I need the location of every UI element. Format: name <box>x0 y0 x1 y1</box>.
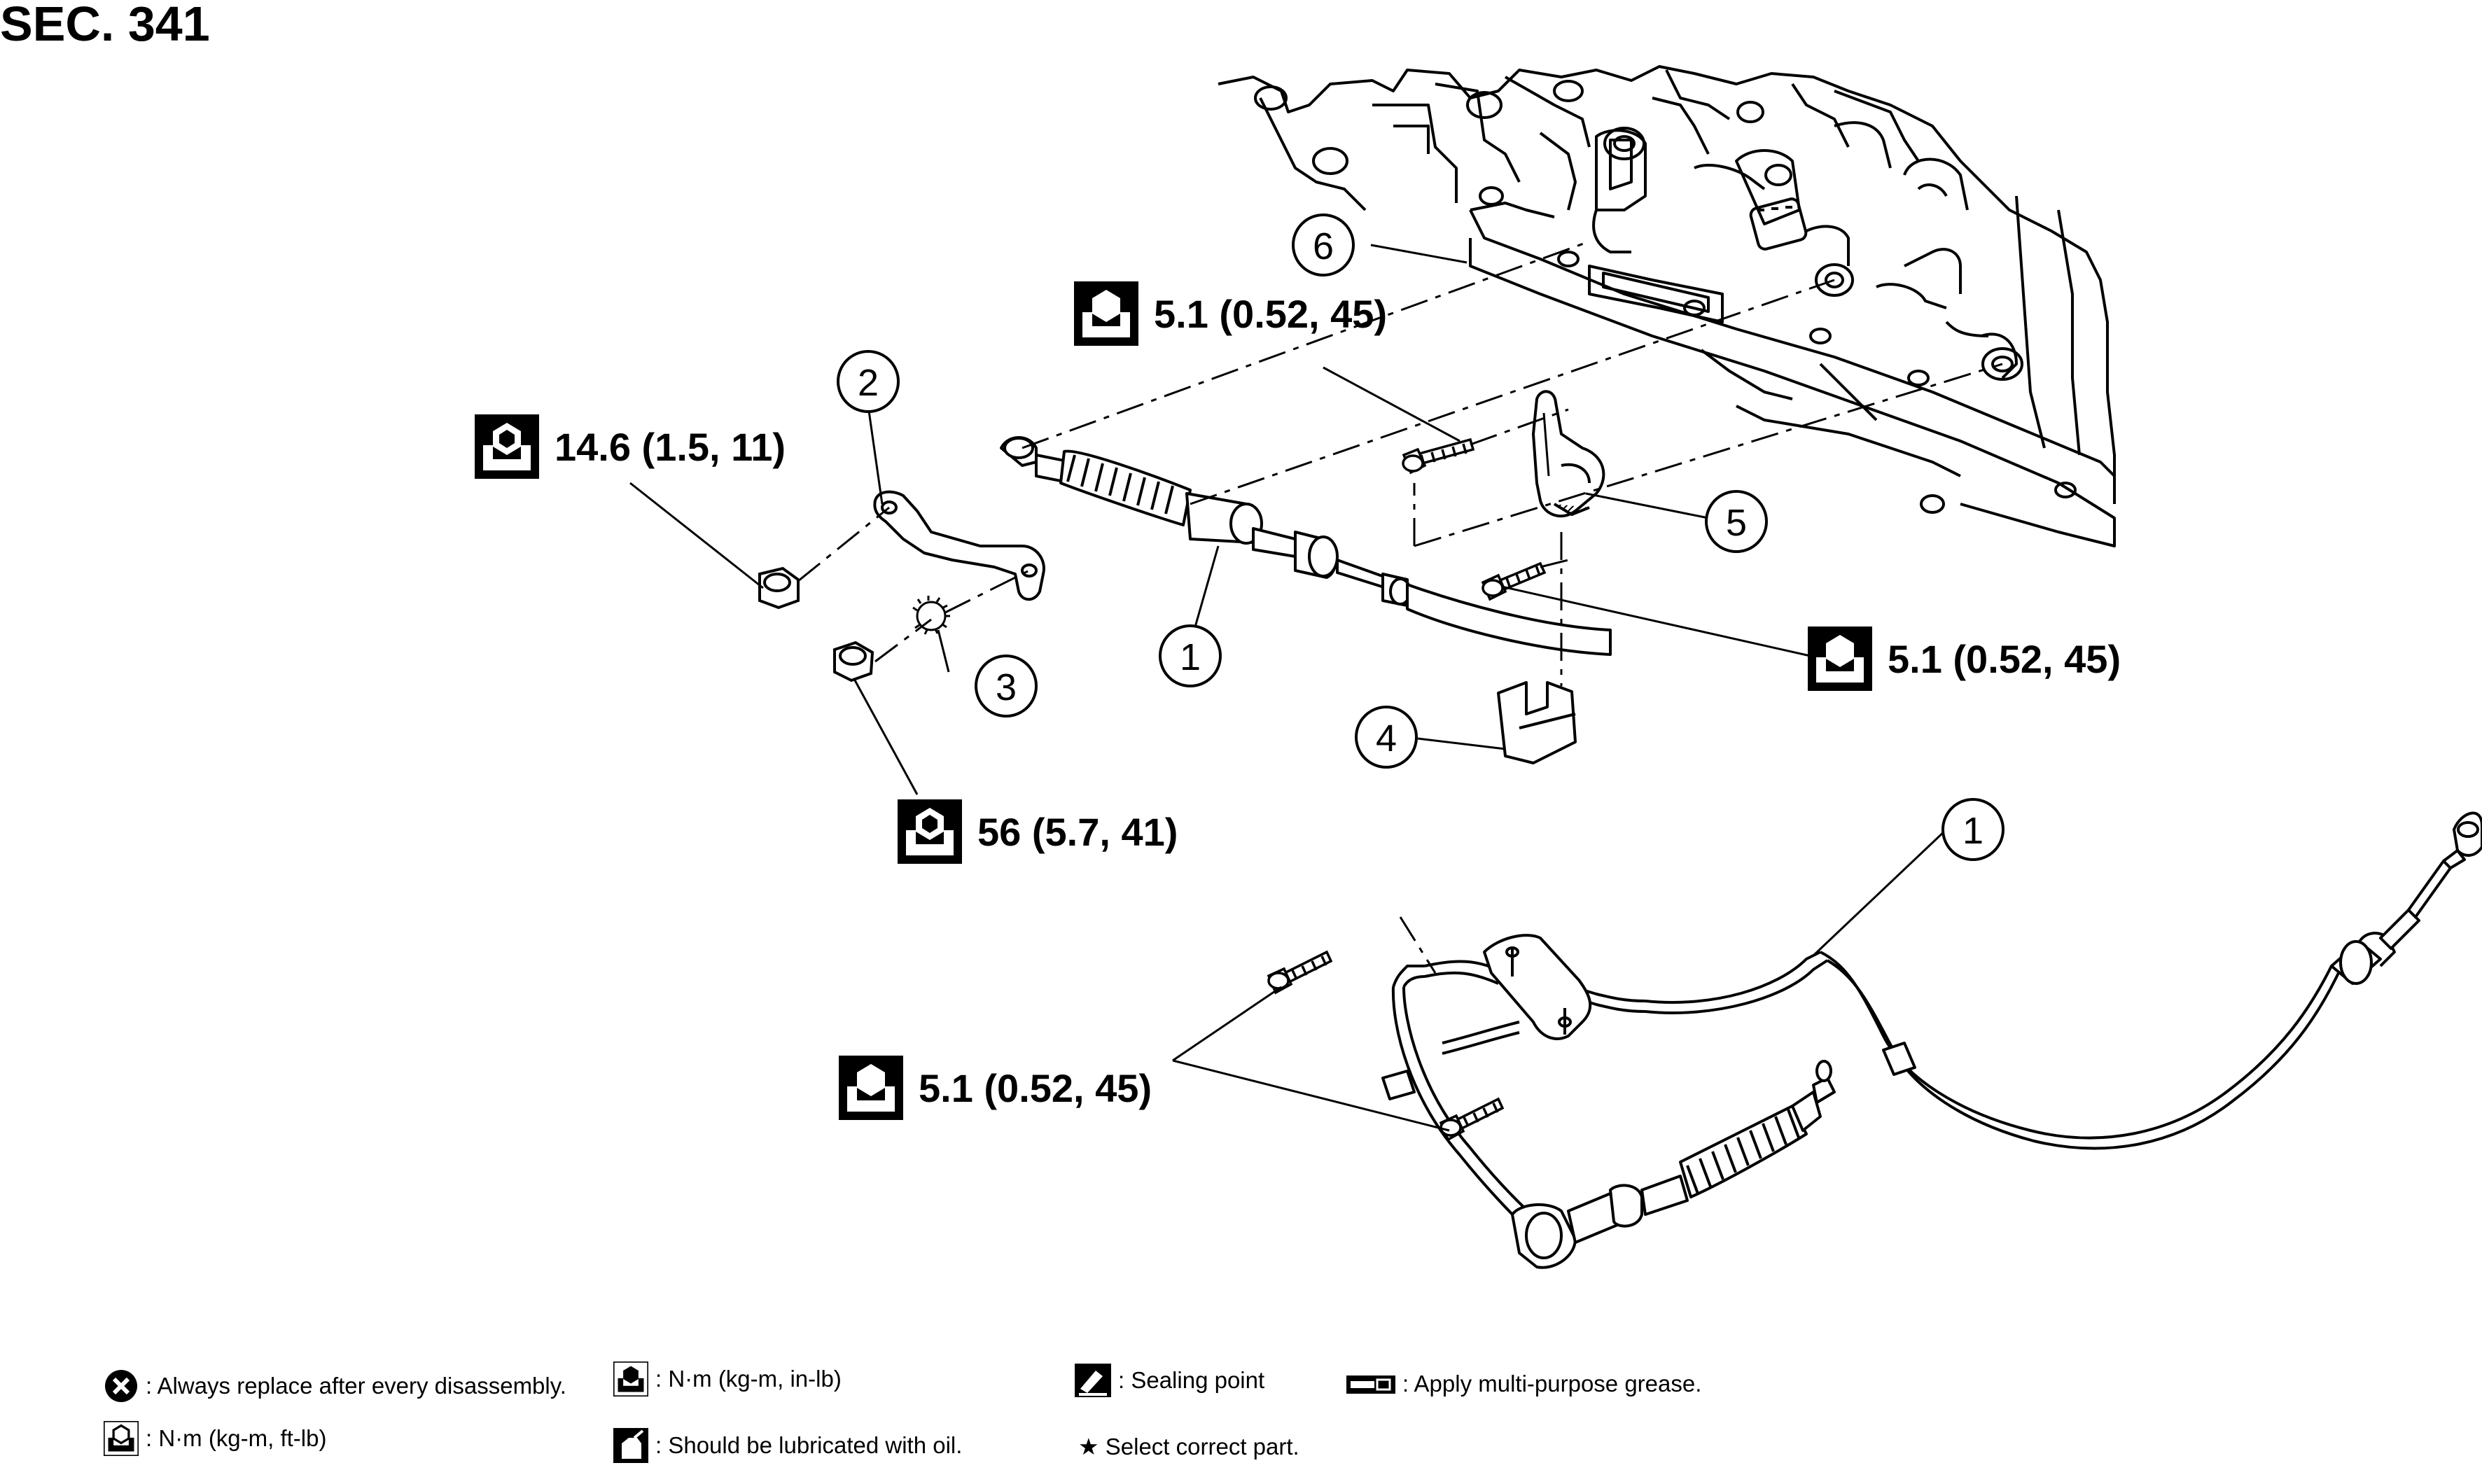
callout-2-circle <box>837 350 900 413</box>
torque-value-upper: 5.1 (0.52, 45) <box>1154 291 1388 336</box>
torque-value-bracket-nut: 14.6 (1.5, 11) <box>555 424 786 469</box>
sealing-icon <box>1075 1364 1111 1397</box>
oil-can-icon <box>613 1428 648 1463</box>
leader-lines <box>629 244 1948 1132</box>
legend-replace-text: : Always replace after every disassembly… <box>146 1373 566 1399</box>
lower-bolt-1 <box>1267 950 1333 995</box>
torque-label-bracket-nut: 14.6 (1.5, 11) <box>475 414 786 479</box>
legend-nm-ftlb-text: : N·m (kg-m, ft-lb) <box>146 1425 327 1451</box>
bracket-nut <box>758 566 800 610</box>
callout-circles <box>837 214 2005 861</box>
lower-cable-end <box>1511 1060 1836 1269</box>
transmission-case <box>1218 65 2116 547</box>
replace-x-icon <box>105 1370 137 1402</box>
legend-nm-inlb: : N·m (kg-m, in-lb) <box>613 1362 842 1396</box>
callout-3-circle <box>975 654 1038 718</box>
bracket-4 <box>1497 681 1577 764</box>
bracket-2 <box>873 490 1045 601</box>
callout-6: 6 <box>1313 225 1334 267</box>
torque-value-lower-nut: 56 (5.7, 41) <box>977 809 1178 854</box>
legend-oil-text: : Should be lubricated with oil. <box>655 1432 963 1458</box>
torque-wrench-icon <box>104 1421 139 1456</box>
torque-label-lower-nut: 56 (5.7, 41) <box>898 799 1178 864</box>
bracket-5 <box>1532 390 1605 518</box>
cable-grommet <box>1381 1070 1416 1100</box>
legend-nm-inlb-text: : N·m (kg-m, in-lb) <box>655 1366 842 1392</box>
upper-cable <box>1000 436 1612 656</box>
section-title: SEC. 341 <box>0 0 210 51</box>
callout-5: 5 <box>1726 502 1747 544</box>
legend-oil: : Should be lubricated with oil. <box>613 1428 962 1463</box>
bolt-upper <box>1402 438 1475 475</box>
torque-wrench-icon <box>898 799 962 864</box>
callout-6-circle <box>1292 214 1355 276</box>
torque-value-cable-bolts: 5.1 (0.52, 45) <box>919 1065 1152 1110</box>
torque-wrench-icon <box>839 1056 903 1120</box>
callout-1-upper-circle <box>1159 624 1222 687</box>
torque-wrench-icon <box>475 414 539 479</box>
torque-wrench-icon <box>1808 626 1872 691</box>
legend-sealing-text: : Sealing point <box>1118 1367 1265 1393</box>
upper-cable-boot <box>1059 449 1192 526</box>
torque-label-upper: 5.1 (0.52, 45) <box>1074 281 1387 346</box>
lower-nut <box>833 640 874 682</box>
lower-cable <box>1381 811 2482 1269</box>
grease-icon <box>1346 1376 1395 1394</box>
legend-grease: : Apply multi-purpose grease. <box>1346 1371 1701 1397</box>
bolt-right <box>1481 561 1547 601</box>
torque-label-cable-bolts: 5.1 (0.52, 45) <box>839 1056 1152 1120</box>
legend-grease-text: : Apply multi-purpose grease. <box>1402 1371 1702 1396</box>
callout-1-upper: 1 <box>1180 636 1201 678</box>
torque-value-bracket-right: 5.1 (0.52, 45) <box>1888 636 2121 681</box>
callout-1-lower-circle <box>1941 798 2005 861</box>
lock-washer-3 <box>912 596 950 635</box>
legend-sealing: : Sealing point <box>1075 1364 1264 1397</box>
callout-1-lower: 1 <box>1962 810 1983 852</box>
legend-select-text: ★ Select correct part. <box>1078 1434 1299 1460</box>
torque-wrench-icon <box>1074 281 1138 346</box>
callout-2: 2 <box>858 362 879 404</box>
legend-nm-ftlb: : N·m (kg-m, ft-lb) <box>104 1421 326 1456</box>
lower-bolt-2 <box>1439 1097 1505 1142</box>
callout-3: 3 <box>996 666 1017 708</box>
callout-4: 4 <box>1376 718 1397 760</box>
legend-select: ★ Select correct part. <box>1078 1433 1299 1460</box>
legend-replace: : Always replace after every disassembly… <box>104 1368 566 1404</box>
torque-label-bracket-right: 5.1 (0.52, 45) <box>1808 626 2121 691</box>
lower-bracket <box>1483 934 1592 1040</box>
callout-4-circle <box>1355 706 1418 769</box>
alignment-lines <box>797 240 2003 974</box>
callout-5-circle <box>1705 490 1768 553</box>
torque-wrench-icon <box>613 1362 648 1396</box>
